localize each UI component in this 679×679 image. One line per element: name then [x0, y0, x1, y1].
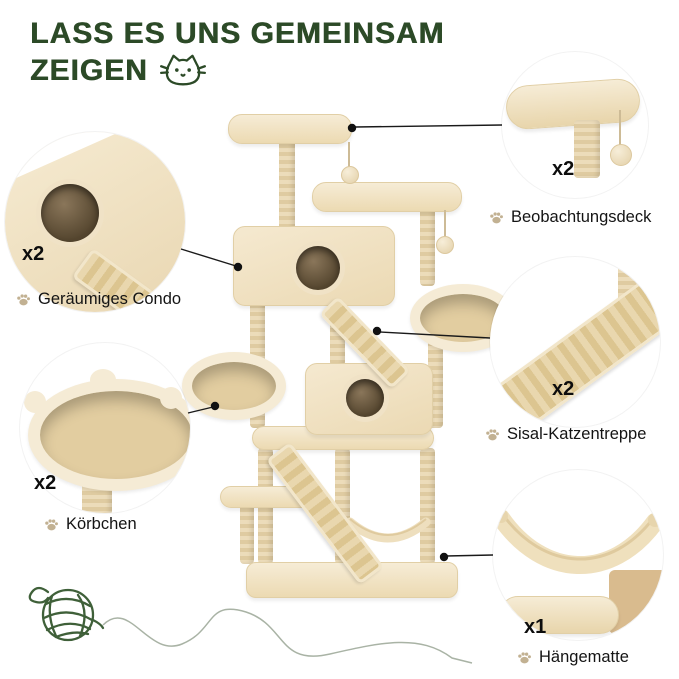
page-title: LASS ES UNS GEMEINSAM ZEIGEN: [30, 16, 444, 90]
scratcher-block-detail: [609, 570, 663, 634]
hammock-detail: [493, 509, 663, 574]
callout-photo-condo: [5, 132, 185, 312]
callout-photo-observation-deck: [502, 52, 648, 198]
callout-photo-basket: [20, 343, 190, 513]
basket-fluff: [160, 387, 182, 409]
callout-label-text: Sisal-Katzentreppe: [507, 425, 647, 443]
callout-label-hammock: Hängematte: [517, 648, 629, 667]
yarn-ball-icon: [28, 586, 105, 642]
toy-string: [619, 110, 621, 146]
callout-label-text: Beobachtungsdeck: [511, 208, 652, 226]
basket-fluff: [90, 369, 116, 391]
count-badge: x2: [552, 158, 575, 180]
count-badge: x2: [552, 378, 575, 400]
top-perch-platform: [228, 114, 352, 144]
scratch-post: [240, 504, 254, 564]
callout-label-text: Körbchen: [66, 515, 137, 533]
toy-string: [348, 142, 350, 168]
callout-label-observation-deck: Beobachtungsdeck: [489, 208, 651, 227]
toy-ball: [436, 236, 454, 254]
condo-hole-detail: [41, 184, 99, 242]
scratch-post: [420, 208, 435, 286]
lower-condo-hole: [346, 379, 384, 417]
callout-label-basket: Körbchen: [44, 515, 137, 534]
paw-icon: [44, 517, 59, 532]
basket-fluff: [24, 391, 46, 413]
title-line1: LASS ES UNS GEMEINSAM: [30, 17, 445, 50]
perch-post-detail: [574, 120, 600, 178]
toy-ball: [610, 144, 632, 166]
paw-icon: [489, 210, 504, 225]
toy-ball: [341, 166, 359, 184]
hammock-base-detail: [499, 596, 619, 634]
paw-icon: [517, 650, 532, 665]
hanging-basket-left: [182, 352, 286, 420]
callout-label-text: Hängematte: [539, 648, 629, 666]
toy-string: [444, 210, 446, 238]
count-badge: x2: [22, 243, 45, 265]
paw-icon: [485, 427, 500, 442]
callout-photo-hammock: [493, 470, 663, 640]
scratch-post: [279, 140, 295, 230]
callout-label-stair: Sisal-Katzentreppe: [485, 425, 646, 444]
cat-face-icon: [159, 54, 206, 86]
hammock: [345, 517, 431, 543]
callout-label-condo: Geräumiges Condo: [16, 290, 181, 309]
base-board: [246, 562, 458, 598]
callout-label-text: Geräumiges Condo: [38, 290, 182, 308]
upper-condo-hole: [296, 246, 340, 290]
observation-deck-platform: [312, 182, 462, 212]
paw-icon: [16, 292, 31, 307]
callout-photo-stair: [490, 257, 660, 427]
title-line2: ZEIGEN: [30, 54, 148, 87]
count-badge: x1: [524, 616, 547, 638]
count-badge: x2: [34, 472, 57, 494]
scratch-post: [420, 448, 435, 564]
